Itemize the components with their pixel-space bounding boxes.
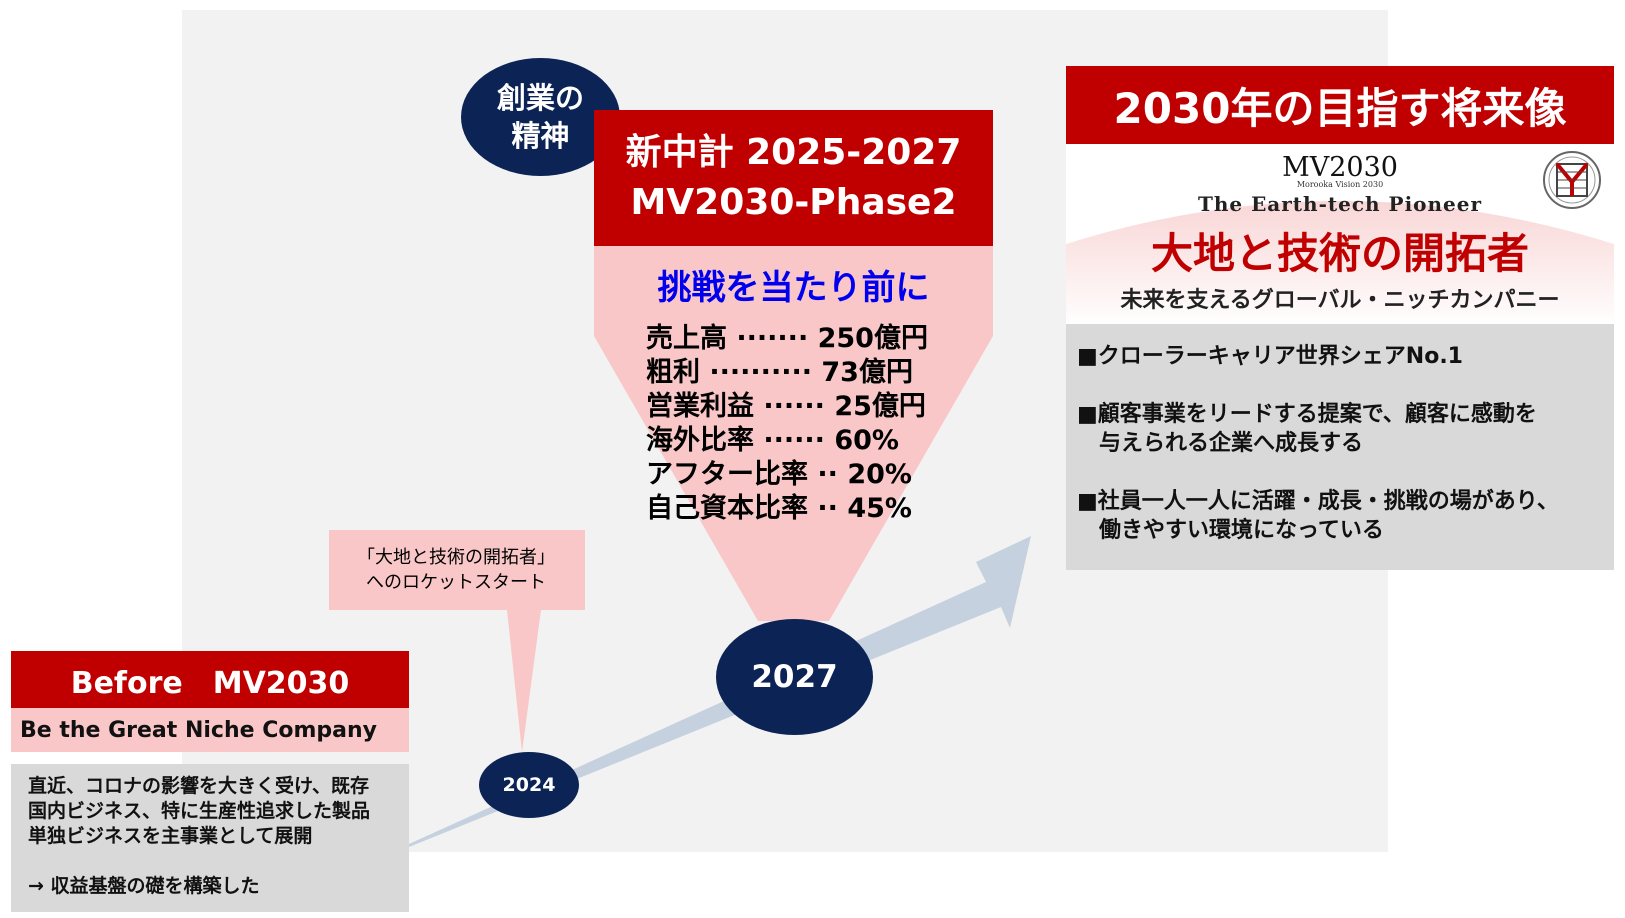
pioneer-japanese: 大地と技術の開拓者 [1150, 229, 1529, 278]
before-body: 直近、コロナの影響を大きく受け、既存 国内ビジネス、特に生産性追求した製品 単独… [11, 764, 409, 912]
phase2-header: 新中計 2025-2027 MV2030-Phase2 [594, 110, 993, 246]
milestone-2024: 2024 [479, 752, 579, 818]
before-subtitle: Be the Great Niche Company [11, 708, 409, 752]
phase2-tagline: 挑戦を当たり前に [657, 268, 930, 308]
mv2030-logo: MV2030 [1282, 152, 1398, 183]
before-line: 国内ビジネス、特に生産性追求した製品 [28, 800, 371, 822]
vision-tagline: 未来を支えるグローバル・ニッチカンパニー [1120, 288, 1560, 313]
company-mark-icon [1543, 151, 1601, 209]
vision-goal-line: ■顧客事業をリードする提案で、顧客に感動を [1077, 402, 1537, 427]
vision-logo-card: MV2030 Morooka Vision 2030 The Earth-tec… [1066, 144, 1614, 324]
phase2-body-shape [594, 246, 993, 621]
vision-arc-background [1066, 201, 1614, 324]
callout-line1: 「大地と技術の開拓者」 [357, 547, 555, 568]
metric-gross-profit: 粗利 ·········· 73億円 [646, 357, 913, 388]
callout-line2: へのロケットスタート [366, 572, 546, 593]
vision-goal-item: ■クローラーキャリア世界シェアNo.1 [1077, 342, 1604, 371]
milestone-2027: 2027 [716, 619, 873, 735]
phase2-title-line2: MV2030-Phase2 [630, 182, 957, 223]
mv2030-logo-subtitle: Morooka Vision 2030 [1296, 180, 1384, 189]
phase2-title-line1: 新中計 2025-2027 [625, 132, 962, 173]
before-conclusion: → 収益基盤の礎を構築した [28, 875, 260, 897]
before-line: 単独ビジネスを主事業として展開 [28, 825, 313, 847]
founding-spirit-circle: 創業の精神 [461, 58, 620, 176]
founding-line2: 精神 [511, 119, 570, 153]
vision-goal-item: ■社員一人一人に活躍・成長・挑戦の場があり、 働きやすい環境になっている [1077, 487, 1604, 545]
before-header: Before MV2030 [11, 651, 409, 708]
vision-header: 2030年の目指す将来像 [1066, 66, 1614, 144]
before-line: 直近、コロナの影響を大きく受け、既存 [28, 775, 370, 797]
pioneer-english: The Earth-tech Pioneer [1197, 192, 1483, 216]
callout-bubble [329, 530, 585, 752]
vision-goal-item: ■顧客事業をリードする提案で、顧客に感動を 与えられる企業へ成長する [1077, 400, 1604, 458]
vision-goal-line: ■社員一人一人に活躍・成長・挑戦の場があり、 [1077, 489, 1559, 514]
metric-sales: 売上高 ······· 250億円 [646, 323, 928, 354]
vision-goal-line-cont: 働きやすい環境になっている [1099, 518, 1384, 543]
phase2-metrics: 売上高 ······· 250億円 粗利 ·········· 73億円 営業利… [646, 322, 928, 526]
vision-goals: ■クローラーキャリア世界シェアNo.1 ■顧客事業をリードする提案で、顧客に感動… [1066, 324, 1614, 570]
metric-aftermarket-ratio: アフター比率 ·· 20% [646, 459, 912, 490]
callout-text: 「大地と技術の開拓者」 へのロケットスタート [329, 545, 583, 595]
founding-line1: 創業の [496, 81, 584, 115]
metric-operating-profit: 営業利益 ······ 25億円 [646, 391, 926, 422]
before-blank-line [28, 849, 409, 874]
metric-overseas-ratio: 海外比率 ······ 60% [646, 425, 899, 456]
vision-goal-line-cont: 与えられる企業へ成長する [1099, 431, 1364, 456]
metric-equity-ratio: 自己資本比率 ·· 45% [646, 493, 912, 524]
vision-goal-line: ■クローラーキャリア世界シェアNo.1 [1077, 344, 1463, 369]
